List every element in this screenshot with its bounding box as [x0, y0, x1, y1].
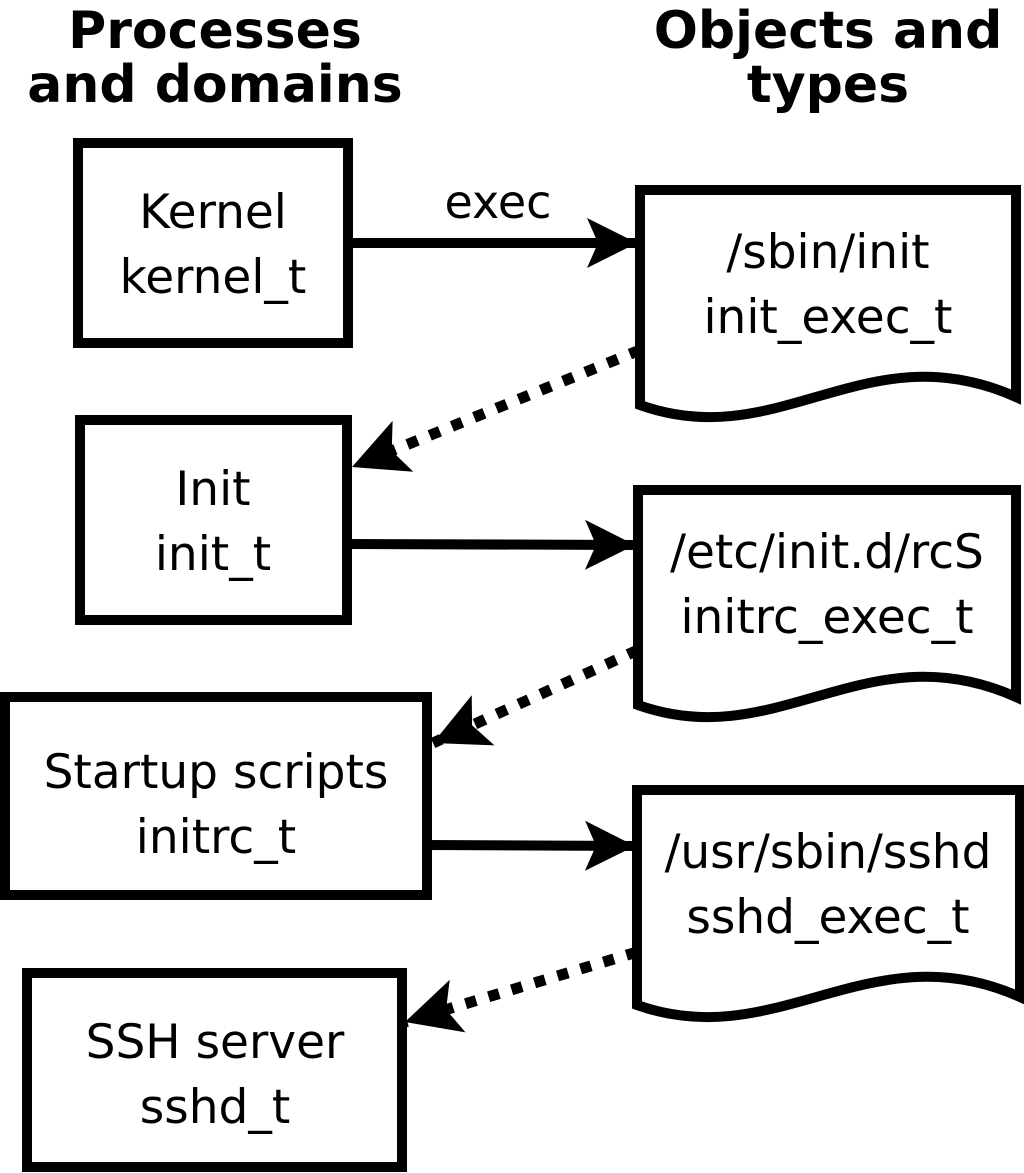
process-box [73, 138, 353, 348]
process-node-init: Init init_t [75, 415, 352, 625]
exec-arrow-kernel-to-sbin-init: exec [348, 175, 637, 268]
process-box [0, 692, 432, 900]
process-type-label: initrc_t [136, 810, 296, 865]
transition-arrow-rcs-to-startup [430, 644, 641, 749]
processes-header-line1: Processes [68, 1, 362, 61]
object-path-label: /sbin/init [726, 225, 929, 280]
object-path-label: /usr/sbin/sshd [665, 825, 992, 880]
process-node-startup-scripts: Startup scripts initrc_t [0, 692, 432, 900]
objects-header-line2: types [747, 55, 909, 115]
process-name-label: SSH server [86, 1015, 345, 1070]
process-type-label: kernel_t [120, 250, 307, 305]
process-name-label: Init [175, 462, 250, 517]
column-header-objects: Objects and types [654, 1, 1003, 115]
processes-header-line2: and domains [27, 55, 402, 115]
process-box [75, 415, 352, 625]
object-node-sbin-init: /sbin/init init_exec_t [635, 185, 1021, 423]
document-shape [635, 185, 1021, 423]
object-node-etc-initd-rcs: /etc/init.d/rcS initrc_exec_t [633, 485, 1021, 723]
process-box [22, 968, 407, 1172]
object-path-label: /etc/init.d/rcS [670, 525, 984, 580]
document-shape [633, 485, 1021, 723]
exec-arrow-init-to-rcs [346, 519, 636, 570]
column-header-processes: Processes and domains [27, 1, 402, 115]
process-type-label: init_t [155, 527, 271, 582]
process-node-kernel: Kernel kernel_t [73, 138, 353, 348]
transition-arrow-sbin-init-to-init [349, 344, 643, 473]
object-node-usr-sbin-sshd: /usr/sbin/sshd sshd_exec_t [632, 785, 1024, 1023]
transition-arrow-sshd-to-sshserver [403, 946, 639, 1033]
exec-arrow-startup-to-sshd [426, 820, 636, 871]
object-type-label: initrc_exec_t [680, 590, 973, 645]
process-type-label: sshd_t [140, 1080, 291, 1135]
process-name-label: Startup scripts [44, 745, 389, 800]
exec-arrow-label: exec [445, 175, 552, 229]
object-type-label: init_exec_t [704, 290, 953, 345]
object-type-label: sshd_exec_t [686, 890, 969, 945]
process-node-ssh-server: SSH server sshd_t [22, 968, 407, 1172]
process-name-label: Kernel [139, 185, 287, 240]
document-shape [632, 785, 1024, 1023]
objects-header-line1: Objects and [654, 1, 1003, 61]
